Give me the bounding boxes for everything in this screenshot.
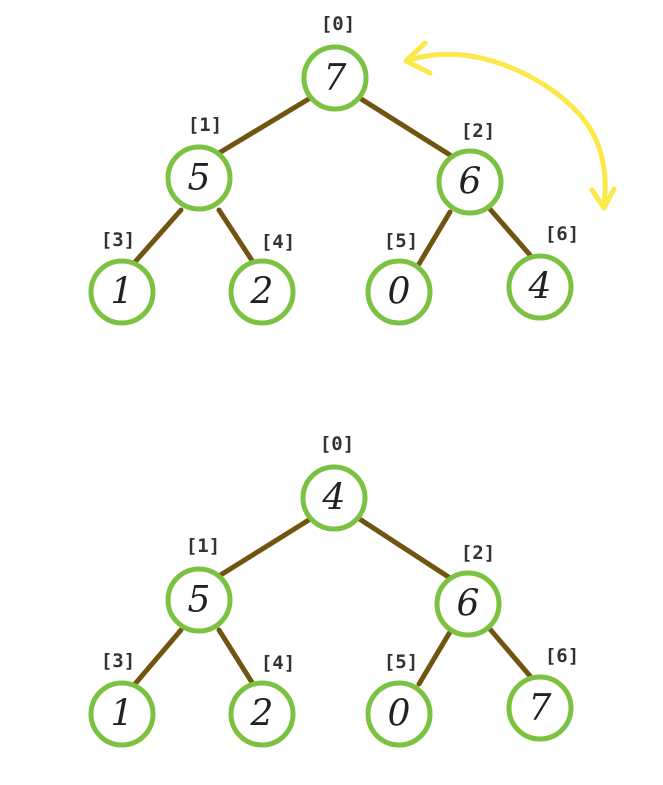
- node-index-label: [5]: [384, 230, 418, 252]
- node-value: 2: [250, 272, 274, 313]
- node-index-label: [1]: [186, 535, 220, 557]
- heap-node: 1 [3]: [88, 650, 156, 748]
- heap-node: 7 [0]: [301, 13, 369, 112]
- edge-0-2: [355, 94, 453, 158]
- edge-1-4: [216, 627, 256, 687]
- edge-0-1: [216, 515, 315, 579]
- heap-node: 5 [1]: [165, 535, 233, 634]
- heap-node: 4 [6]: [506, 223, 579, 321]
- node-value: 1: [111, 272, 134, 313]
- heap-node: 2 [4]: [228, 652, 296, 748]
- swap-arrow: [403, 40, 617, 211]
- node-index-label: [0]: [320, 433, 354, 455]
- heap-node: 6 [2]: [436, 120, 504, 216]
- edge-2-6: [486, 625, 533, 679]
- node-value: 5: [188, 158, 211, 199]
- node-index-label: [6]: [545, 645, 579, 667]
- edge-1-4: [216, 207, 256, 265]
- heap-node: 6 [2]: [434, 542, 502, 638]
- heap-node: 5 [1]: [165, 114, 233, 212]
- heap-node: 1 [3]: [88, 229, 156, 326]
- node-index-label: [4]: [261, 652, 295, 674]
- node-index-label: [3]: [101, 229, 135, 251]
- edge-0-2: [355, 515, 453, 581]
- edge-2-5: [416, 209, 453, 267]
- node-index-label: [0]: [321, 13, 355, 35]
- node-index-label: [2]: [461, 542, 495, 564]
- heap-tree-after: 4 [0] 5 [1] 6 [2] 1 [3] 2 [4] 0 [5]: [88, 433, 579, 748]
- edge-1-3: [132, 627, 184, 687]
- node-value: 0: [388, 272, 411, 313]
- heap-node: 2 [4]: [228, 231, 296, 326]
- edge-0-1: [216, 94, 315, 156]
- node-value: 0: [388, 694, 411, 735]
- node-index-label: [3]: [101, 650, 135, 672]
- node-value: 7: [529, 688, 552, 729]
- node-value: 2: [250, 694, 274, 735]
- heap-node: 4 [0]: [300, 433, 368, 532]
- node-value: 6: [459, 162, 482, 203]
- node-value: 5: [188, 580, 211, 621]
- node-value: 6: [457, 584, 480, 625]
- edge-2-5: [416, 629, 453, 687]
- heap-tree-before: 7 [0] 5 [1] 6 [2] 1 [3] 2 [4] 0 [5]: [88, 13, 617, 326]
- node-value: 1: [111, 694, 134, 735]
- node-index-label: [1]: [188, 114, 222, 136]
- node-value: 7: [324, 58, 347, 99]
- edge-2-6: [486, 205, 533, 258]
- node-index-label: [4]: [261, 231, 295, 253]
- edge-1-3: [132, 207, 184, 265]
- node-index-label: [6]: [545, 223, 579, 245]
- node-index-label: [5]: [384, 651, 418, 673]
- heap-node: 0 [5]: [365, 651, 433, 748]
- node-index-label: [2]: [461, 120, 495, 142]
- heap-node: 0 [5]: [365, 230, 433, 326]
- node-value: 4: [322, 478, 346, 519]
- heap-node: 7 [6]: [506, 645, 579, 742]
- node-value: 4: [528, 267, 552, 308]
